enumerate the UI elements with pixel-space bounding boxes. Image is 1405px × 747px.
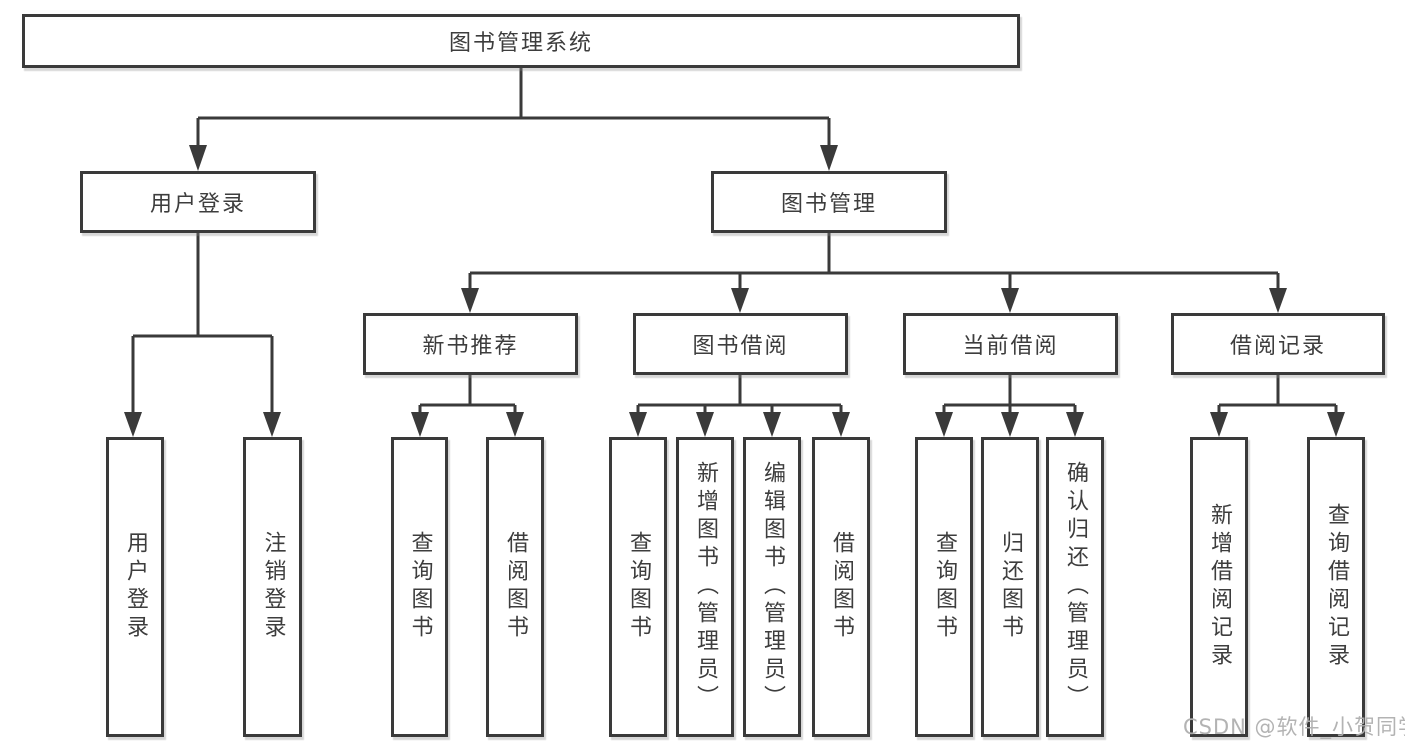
node-leaf-add-books-admin: 新增图书（管理员）: [676, 437, 734, 737]
csdn-watermark: CSDN @软件_小贺同学: [1183, 715, 1405, 739]
node-borrowing-records: 借阅记录: [1171, 313, 1385, 375]
node-leaf-query-books-borrowing: 查询图书: [609, 437, 667, 737]
node-leaf-confirm-return-admin: 确认归还（管理员）: [1046, 437, 1104, 737]
node-library-management-system: 图书管理系统: [22, 14, 1020, 68]
node-leaf-add-borrow-record: 新增借阅记录: [1190, 437, 1248, 737]
node-leaf-edit-books-admin: 编辑图书（管理员）: [743, 437, 801, 737]
node-leaf-borrow-books-recommend: 借阅图书: [486, 437, 544, 737]
node-leaf-query-books-recommend: 查询图书: [391, 437, 448, 737]
node-book-management: 图书管理: [711, 171, 947, 233]
node-leaf-user-login: 用户登录: [106, 437, 164, 737]
node-leaf-query-books-current: 查询图书: [915, 437, 973, 737]
node-leaf-logout: 注销登录: [243, 437, 302, 737]
node-current-borrowing: 当前借阅: [903, 313, 1118, 375]
node-leaf-return-books: 归还图书: [981, 437, 1039, 737]
node-leaf-query-borrow-record: 查询借阅记录: [1307, 437, 1365, 737]
node-book-borrowing: 图书借阅: [633, 313, 848, 375]
node-leaf-borrow-books: 借阅图书: [812, 437, 870, 737]
node-user-login: 用户登录: [80, 171, 316, 233]
node-new-book-recommend: 新书推荐: [363, 313, 578, 375]
